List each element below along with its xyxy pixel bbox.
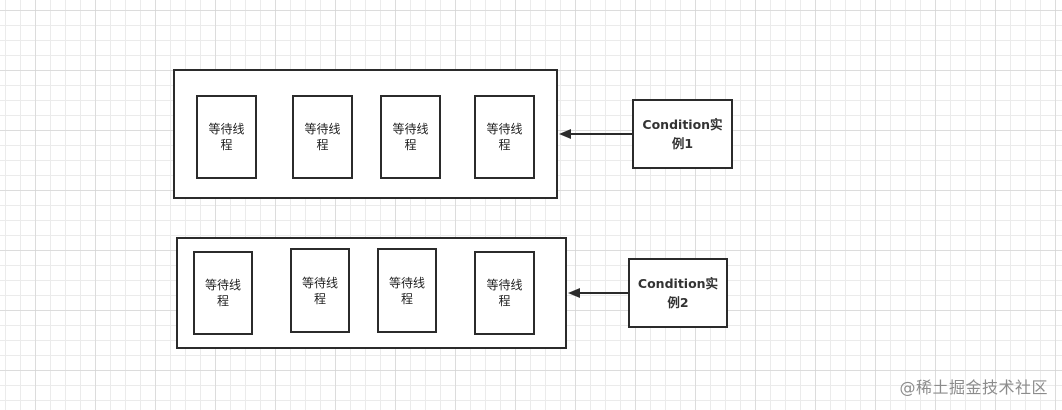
waiting-thread-box: 等待线程 xyxy=(193,251,253,335)
waiting-thread-label: 等待线程 xyxy=(392,122,429,152)
waiting-thread-label: 等待线程 xyxy=(204,278,241,308)
waiting-thread-label: 等待线程 xyxy=(301,275,338,306)
condition-instance-box-2: Condition实例2 xyxy=(628,258,728,328)
watermark: @稀土掘金技术社区 xyxy=(899,378,1048,397)
waiting-thread-label: 等待线程 xyxy=(486,122,523,152)
waiting-thread-box: 等待线程 xyxy=(377,248,437,333)
waiting-thread-box: 等待线程 xyxy=(474,251,535,335)
waiting-thread-label: 等待线程 xyxy=(208,122,245,152)
arrow-condition-2-to-queue-2 xyxy=(568,288,628,298)
waiting-thread-label: 等待线程 xyxy=(388,275,425,306)
condition-instance-box-1: Condition实例1 xyxy=(632,99,733,169)
waiting-thread-box: 等待线程 xyxy=(196,95,257,179)
waiting-thread-box: 等待线程 xyxy=(474,95,535,179)
arrowhead-icon xyxy=(568,288,580,298)
condition-instance-label: Condition实例2 xyxy=(637,276,719,310)
condition-instance-label: Condition实例1 xyxy=(642,117,723,151)
waiting-thread-box: 等待线程 xyxy=(292,95,353,179)
waiting-thread-box: 等待线程 xyxy=(380,95,441,179)
arrowhead-icon xyxy=(559,129,571,139)
waiting-thread-label: 等待线程 xyxy=(486,278,523,308)
arrow-condition-1-to-queue-1 xyxy=(559,129,632,139)
waiting-thread-label: 等待线程 xyxy=(304,122,341,152)
waiting-thread-box: 等待线程 xyxy=(290,248,350,333)
